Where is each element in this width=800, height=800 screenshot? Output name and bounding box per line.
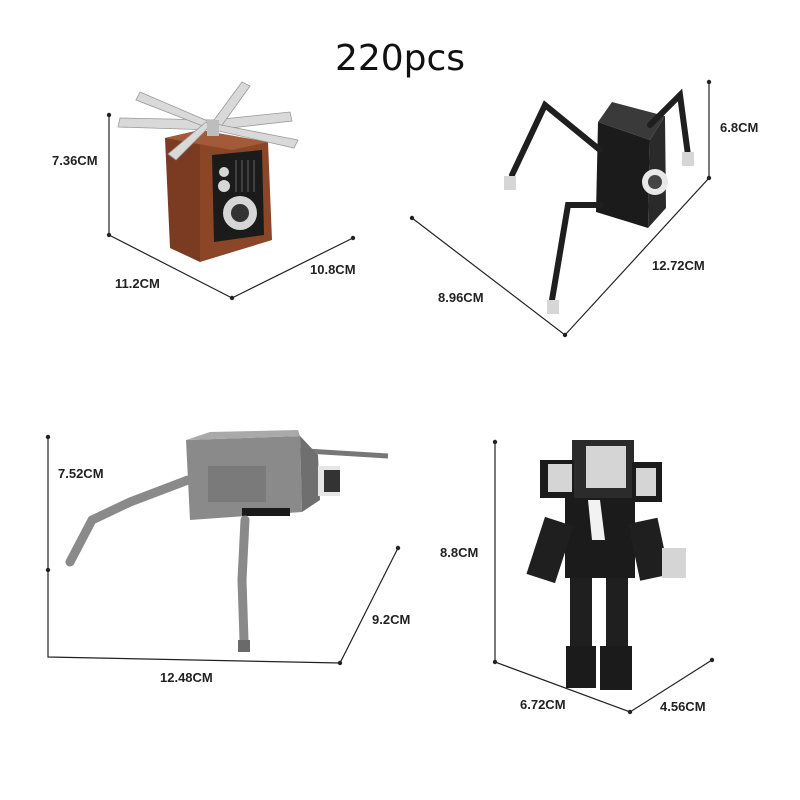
dimension-label-width: 8.96CM	[438, 290, 484, 305]
dimension-label-depth: 10.8CM	[310, 262, 356, 277]
dimension-lines	[108, 115, 354, 299]
dimension-label-depth: 4.56CM	[660, 699, 706, 714]
piece-count-title: 220pcs	[334, 38, 466, 79]
dimension-label-width: 6.72CM	[520, 697, 566, 712]
dimension-label-depth: 9.2CM	[372, 612, 411, 627]
dimension-lines	[494, 442, 713, 713]
dimension-label-width: 11.2CM	[115, 276, 160, 291]
speaker-drone-figure	[106, 81, 356, 301]
dimension-label-width: 12.48CM	[160, 670, 213, 685]
speakerman-figure	[492, 439, 715, 715]
dimension-lines	[47, 437, 399, 664]
dimension-label-depth: 12.72CM	[652, 258, 705, 273]
spider-speaker-figure	[409, 79, 712, 338]
dimension-lines	[411, 82, 710, 336]
dimension-label-height: 8.8CM	[440, 545, 479, 560]
dimension-label-height: 6.8CM	[720, 120, 759, 135]
dimension-label-height: 7.52CM	[58, 466, 104, 481]
camera-walker-figure	[45, 430, 401, 666]
dimension-label-height: 7.36CM	[52, 153, 98, 168]
